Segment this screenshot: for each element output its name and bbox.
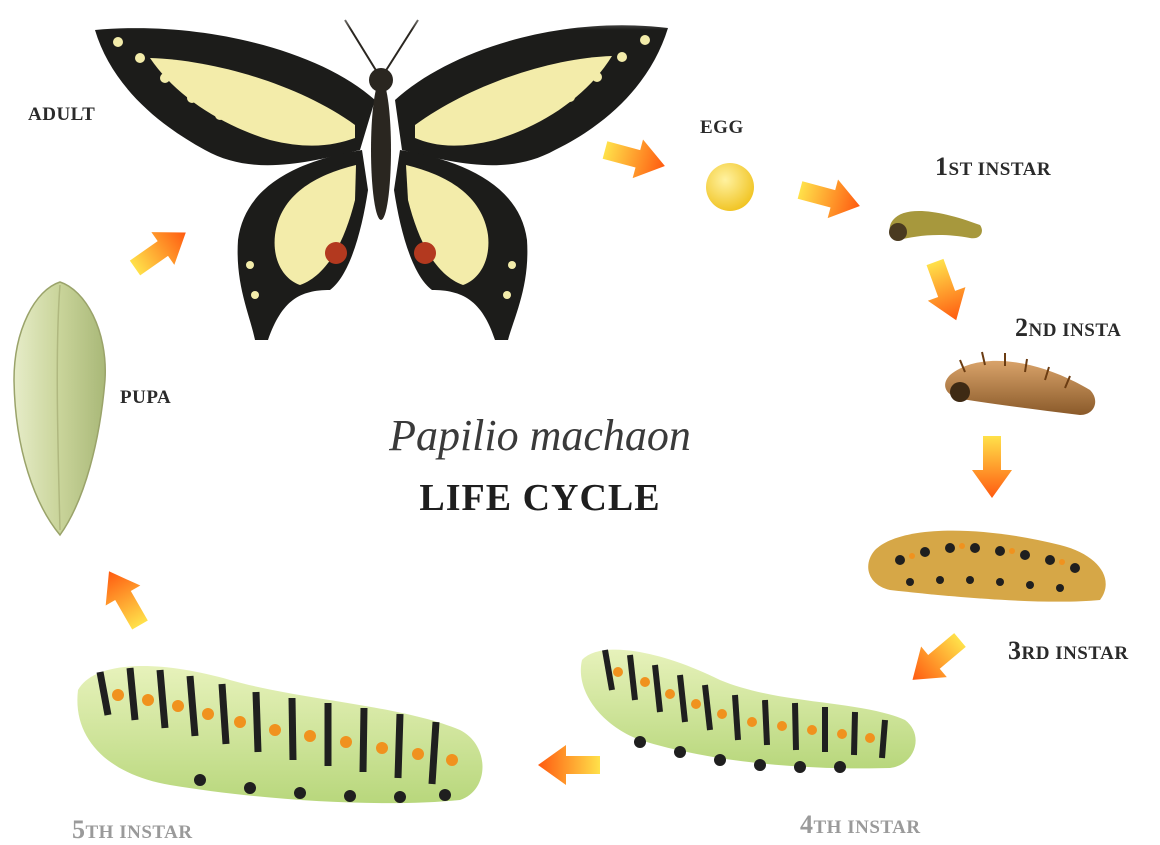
arrow-second-to-third-instar (972, 436, 1012, 498)
first-instar-text: ST INSTAR (949, 159, 1052, 180)
fifth-instar-text: TH INSTAR (86, 822, 193, 843)
label-egg: EGG (700, 117, 744, 139)
arrow-egg-to-first-instar (795, 171, 865, 226)
species-title: Papilio machaon (290, 410, 790, 461)
life-cycle-title: LIFE CYCLE (290, 476, 790, 520)
pupa-illustration (14, 282, 105, 535)
third-instar-illustration (868, 531, 1106, 602)
label-second-instar: 2ND INSTA (1015, 313, 1121, 343)
label-pupa: PUPA (120, 387, 171, 409)
fifth-instar-number: 5 (72, 815, 86, 844)
fourth-instar-illustration (581, 650, 916, 773)
arrow-adult-to-egg (600, 131, 670, 186)
butterfly-illustration (90, 0, 680, 340)
label-third-instar: 3RD INSTAR (1008, 636, 1129, 666)
arrow-fourth-to-fifth-instar (538, 745, 600, 785)
arrow-first-to-second-instar (916, 255, 975, 327)
second-instar-number: 2 (1015, 313, 1029, 342)
third-instar-text: RD INSTAR (1022, 643, 1129, 664)
label-fifth-instar: 5TH INSTAR (72, 815, 193, 845)
first-instar-number: 1 (935, 152, 949, 181)
third-instar-number: 3 (1008, 636, 1022, 665)
label-adult: ADULT (28, 104, 95, 126)
second-instar-text: ND INSTA (1029, 320, 1122, 341)
label-first-instar: 1ST INSTAR (935, 152, 1051, 182)
label-fourth-instar: 4TH INSTAR (800, 810, 921, 840)
fourth-instar-number: 4 (800, 810, 814, 839)
fifth-instar-illustration (77, 666, 482, 803)
second-instar-illustration (945, 352, 1095, 415)
arrow-pupa-to-adult (124, 216, 198, 284)
egg-illustration (706, 163, 754, 211)
fourth-instar-text: TH INSTAR (814, 817, 921, 838)
arrow-fifth-instar-to-pupa (92, 561, 158, 635)
first-instar-illustration (889, 211, 982, 241)
arrow-third-to-fourth-instar (900, 625, 973, 695)
